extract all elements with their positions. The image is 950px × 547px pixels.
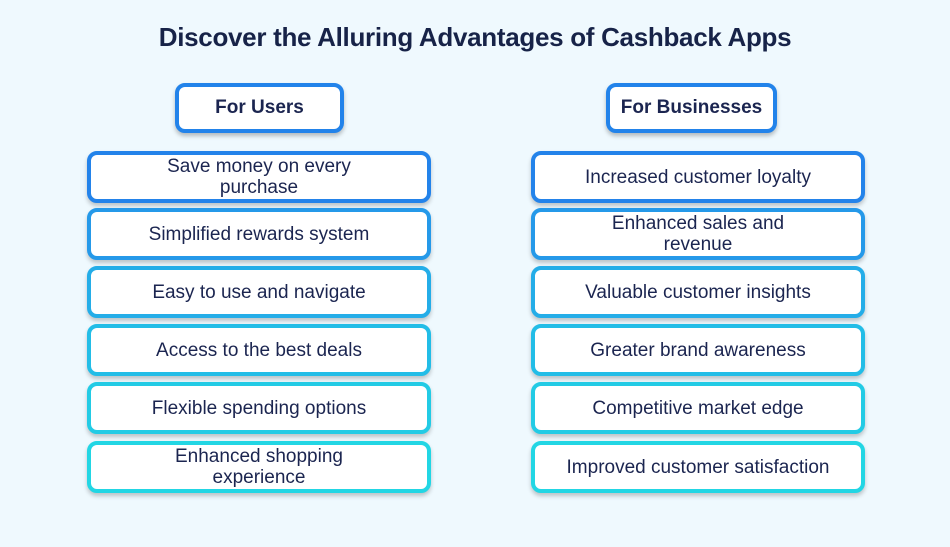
page-title: Discover the Alluring Advantages of Cash… <box>158 22 792 52</box>
users-benefit-item: Simplified rewards system <box>87 208 431 260</box>
users-benefit-item: Easy to use and navigate <box>87 266 431 318</box>
users-benefit-item: Save money on every purchase <box>87 151 431 203</box>
businesses-benefit-item: Improved customer satisfaction <box>531 441 865 493</box>
users-benefit-item: Enhanced shopping experience <box>87 441 431 493</box>
businesses-benefit-item: Greater brand awareness <box>531 324 865 376</box>
businesses-benefit-item: Enhanced sales and revenue <box>531 208 865 260</box>
businesses-header: For Businesses <box>606 83 777 133</box>
businesses-benefit-item: Increased customer loyalty <box>531 151 865 203</box>
businesses-benefit-item: Competitive market edge <box>531 382 865 434</box>
users-benefit-item: Flexible spending options <box>87 382 431 434</box>
users-header: For Users <box>175 83 344 133</box>
users-benefit-item: Access to the best deals <box>87 324 431 376</box>
businesses-benefit-item: Valuable customer insights <box>531 266 865 318</box>
